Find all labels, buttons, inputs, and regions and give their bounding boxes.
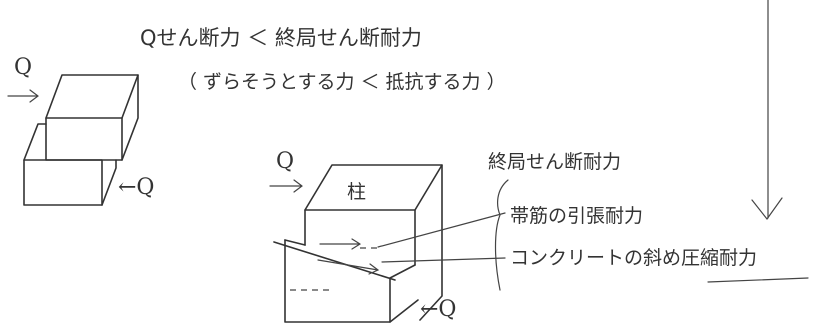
annotation-item1: 帯筋の引張耐力 <box>510 205 643 227</box>
right-force-bottom: ←Q <box>420 297 456 322</box>
pointer-arrow <box>751 0 783 220</box>
annotation-item2: コンクリートの斜め圧縮耐力 <box>510 247 757 269</box>
column-label: 柱 <box>347 181 366 203</box>
leader-line-2 <box>381 257 506 263</box>
left-force-right: ←Q <box>118 175 154 200</box>
heading-line1: Qせん断力 ＜ 終局せん断耐力 <box>140 26 422 50</box>
leader-line-1 <box>377 212 506 248</box>
left-force-top: Q <box>7 55 39 103</box>
right-column-block <box>273 164 443 323</box>
tension-arrows <box>290 238 380 291</box>
left-split-block <box>23 74 139 206</box>
annotation-brace <box>494 179 509 291</box>
svg-text:Q: Q <box>14 55 32 80</box>
svg-text:Q: Q <box>276 149 294 174</box>
annotation-underline <box>707 277 809 283</box>
right-force-top: Q <box>269 149 303 193</box>
annotation-title: 終局せん断耐力 <box>488 151 621 173</box>
heading-line2: （ ずらそうとする力 ＜ 抵抗する力 ） <box>178 71 506 93</box>
